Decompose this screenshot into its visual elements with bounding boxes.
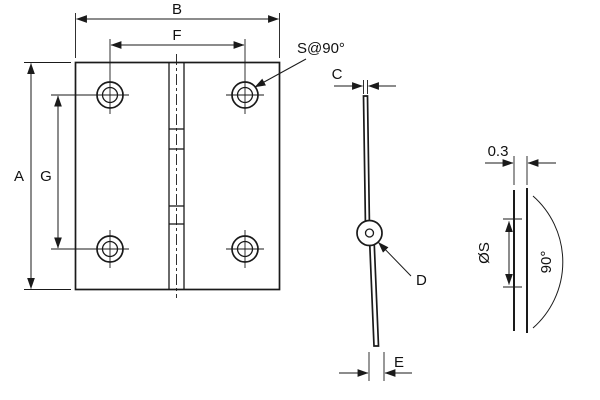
knuckle-label: D <box>416 272 427 289</box>
side-view <box>356 95 383 347</box>
knuckle-circle <box>356 219 383 247</box>
dim-label-offset: E <box>394 354 404 371</box>
dim-label-height: A <box>14 168 24 185</box>
dimension-height-a: A <box>14 62 71 290</box>
dim-label-thickness: C <box>332 66 343 83</box>
dimension-width-b: B <box>75 1 280 58</box>
dimension-pin-diameter: ØS <box>476 218 522 288</box>
dim-label-width: B <box>172 1 182 18</box>
screw-hole-bottom-right <box>226 230 264 268</box>
dimension-thickness-c: C <box>332 66 396 94</box>
hinge-leaf-outline <box>74 61 281 291</box>
dim-label-pin-diameter: ØS <box>476 242 493 264</box>
screw-hole-bottom-left <box>91 230 129 268</box>
front-view <box>74 54 281 298</box>
leader-line <box>378 242 412 277</box>
dim-label-angle: 90° <box>538 251 555 274</box>
dimension-gap: 0.3 <box>485 143 556 185</box>
edge-detail <box>513 188 528 333</box>
lower-leaf-profile <box>368 237 380 347</box>
knuckle-callout: D <box>378 242 427 289</box>
angle-arc <box>532 195 564 329</box>
dim-label-gap: 0.3 <box>488 143 509 160</box>
countersink-callout: S@90° <box>254 40 345 88</box>
leader-line <box>254 58 307 88</box>
dimension-hole-span-g: G <box>40 94 91 250</box>
angle-annotation: 90° <box>532 195 564 329</box>
upper-leaf-profile <box>362 95 371 229</box>
screw-hole-top-left <box>91 76 129 114</box>
dim-label-hole-span-v: G <box>40 168 52 185</box>
countersink-label: S@90° <box>297 40 345 57</box>
dim-label-hole-span-h: F <box>172 27 181 44</box>
screw-hole-top-right <box>226 76 264 114</box>
dimension-offset-e: E <box>339 352 412 381</box>
dimension-hole-span-f: F <box>109 27 246 76</box>
pin-circle <box>364 228 375 238</box>
